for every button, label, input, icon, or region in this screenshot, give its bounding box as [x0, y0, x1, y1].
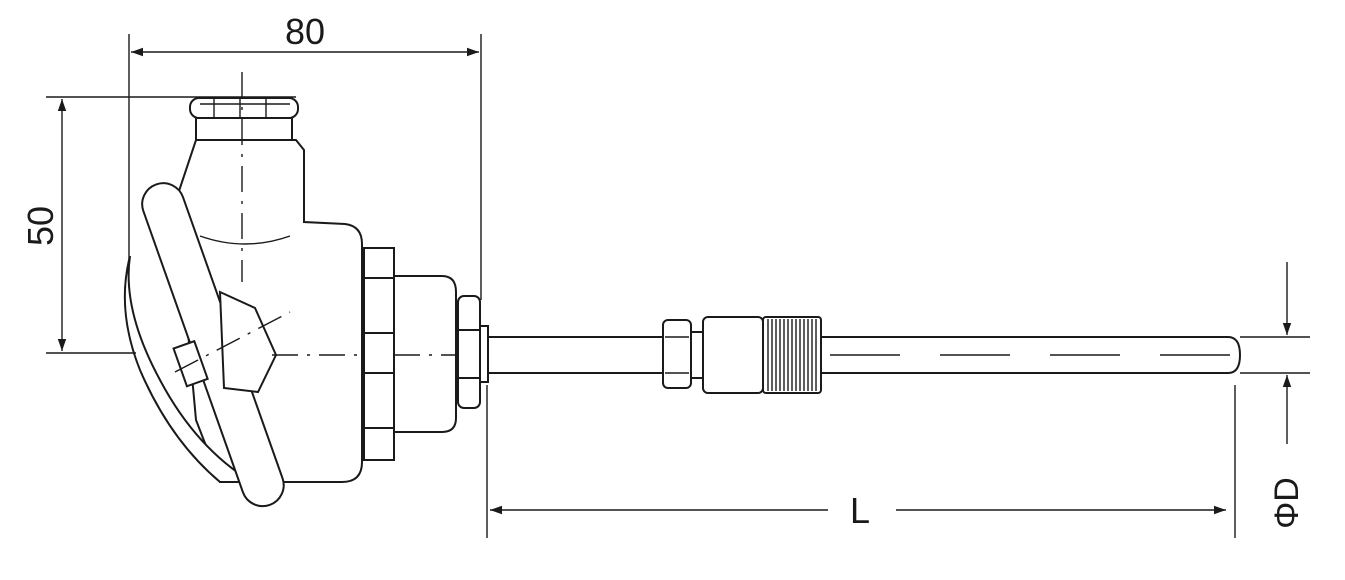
width-label: 80	[285, 11, 325, 52]
probe-sheath	[483, 336, 1242, 374]
length-dimension: L	[486, 385, 1236, 538]
height-label: 50	[20, 206, 61, 246]
diameter-label: ΦD	[1268, 477, 1306, 529]
height-dimension: 50	[20, 96, 296, 354]
head-cover	[123, 182, 291, 508]
diameter-dimension: ΦD	[1240, 262, 1310, 529]
thread-lines	[767, 319, 817, 391]
compression-fitting	[662, 316, 822, 394]
cable-gland	[189, 97, 299, 141]
hex-nut	[457, 295, 489, 409]
width-dimension: 80	[128, 11, 482, 300]
length-label: L	[850, 490, 870, 531]
